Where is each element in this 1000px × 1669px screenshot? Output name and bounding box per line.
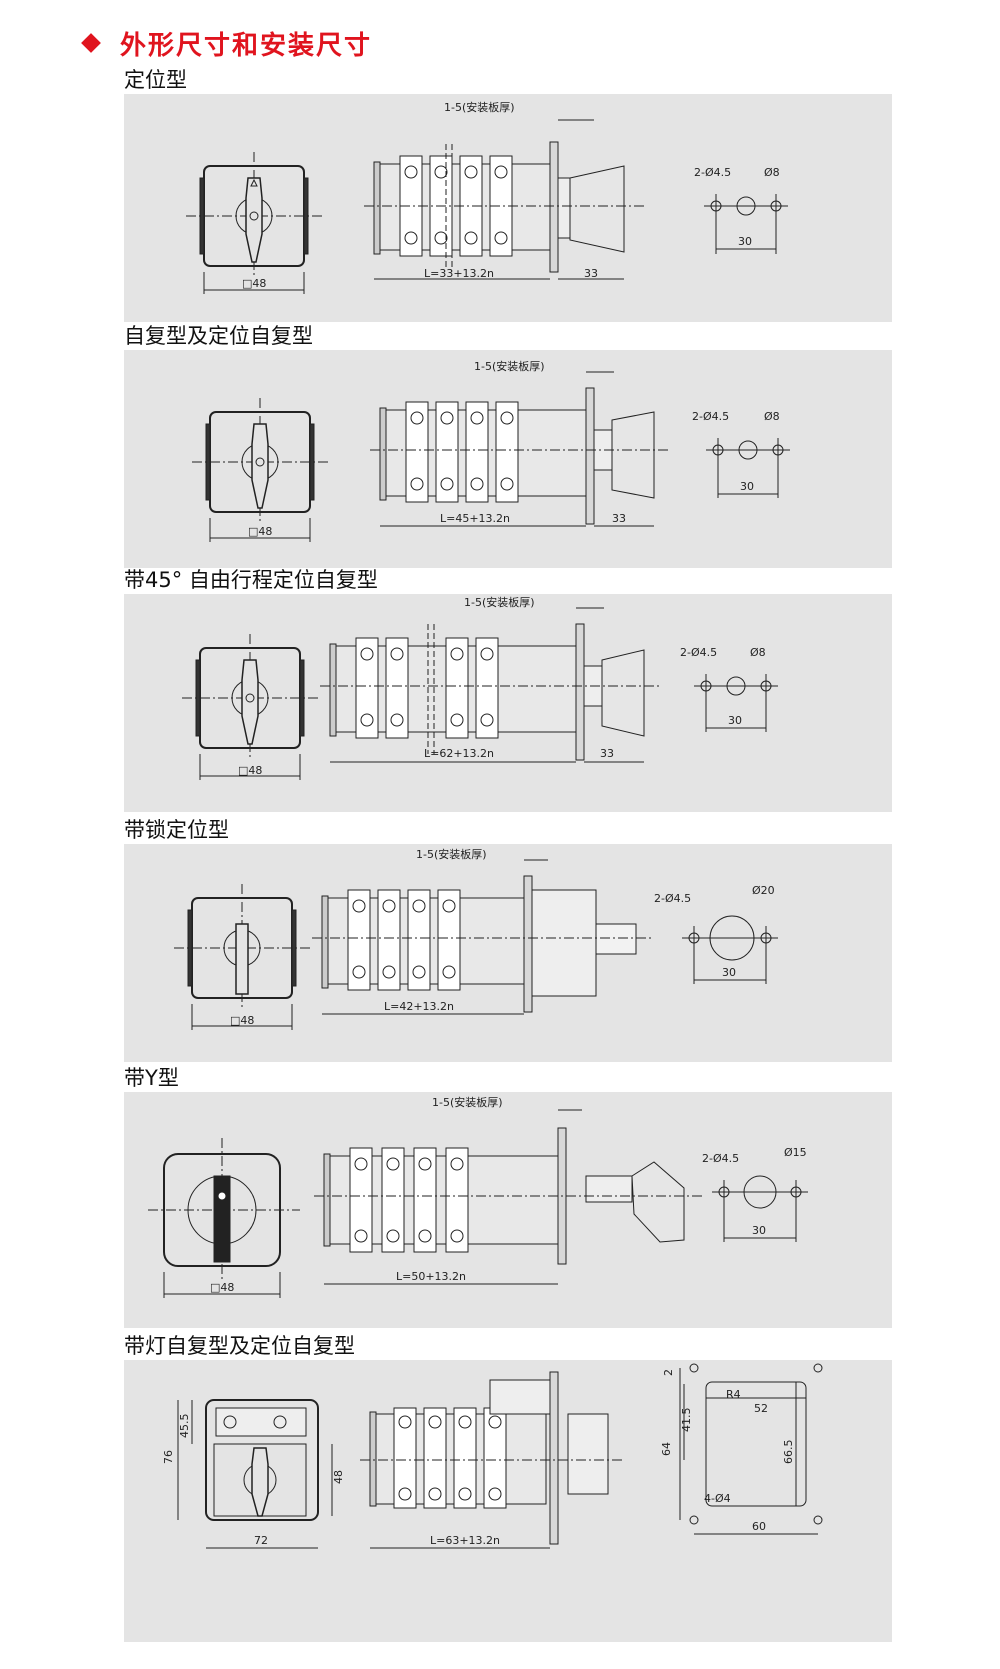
section-label-2: 自复型及定位自复型 (124, 324, 313, 348)
plate-thickness: 1-5(安装板厚) (432, 1095, 503, 1109)
spacing-dim: 30 (722, 966, 736, 979)
side-view (364, 119, 644, 280)
length-dim: L=63+13.2n (430, 1534, 500, 1547)
plate-thickness: 1-5(安装板厚) (444, 100, 515, 114)
spacing-dim: 30 (740, 480, 754, 493)
dim-2: 2 (662, 1369, 675, 1376)
center-dim: Ø15 (784, 1146, 807, 1159)
spacing-dim: 30 (738, 235, 752, 248)
length-dim: L=50+13.2n (396, 1270, 466, 1283)
drawing-panel-6: 76 45.5 48 72 L=63+13.2n 2 R4 52 41.5 64… (124, 1360, 892, 1642)
dim-52: 52 (754, 1402, 768, 1415)
holes-dim: 2-Ø4.5 (692, 410, 729, 423)
technical-drawing-1: □48 1-5(安装板厚) L=33+13.2n 33 2-Ø4.5 Ø8 30 (186, 100, 788, 294)
square-dim: □48 (248, 525, 272, 538)
height-45-5: 45.5 (178, 1414, 191, 1439)
diamond-bullet-icon (81, 33, 101, 53)
holes-dim: 2-Ø4.5 (680, 646, 717, 659)
drawing-panel-1: □48 1-5(安装板厚) L=33+13.2n 33 2-Ø4.5 Ø8 30 (124, 94, 892, 322)
spacing-dim: 30 (728, 714, 742, 727)
square-dim: □48 (230, 1014, 254, 1027)
section-label-4: 带锁定位型 (124, 818, 229, 842)
knob-dim: 33 (612, 512, 626, 525)
center-dim: Ø20 (752, 884, 775, 897)
length-dim: L=42+13.2n (384, 1000, 454, 1013)
holes-dim: 2-Ø4.5 (694, 166, 731, 179)
plate-thickness: 1-5(安装板厚) (416, 847, 487, 861)
height-76: 76 (162, 1450, 175, 1464)
center-dim: Ø8 (750, 646, 766, 659)
square-dim: □48 (242, 277, 266, 290)
length-dim: L=45+13.2n (440, 512, 510, 525)
height-48: 48 (332, 1470, 345, 1484)
spacing-dim: 30 (752, 1224, 766, 1237)
section-label-5: 带Y型 (124, 1066, 179, 1090)
center-dim: Ø8 (764, 166, 780, 179)
mounting-holes (704, 194, 788, 254)
plate-thickness: 1-5(安装板厚) (464, 595, 535, 609)
technical-drawing-4: □48 1-5(安装板厚) L=42+13.2n 2-Ø4.5 Ø20 30 (174, 847, 778, 1030)
knob-dim: 33 (584, 267, 598, 280)
technical-drawing-3: □48 1-5(安装板厚) L=62+13.2n 33 2-Ø4.5 Ø8 30 (182, 595, 778, 780)
technical-drawing-6: 76 45.5 48 72 L=63+13.2n 2 R4 52 41.5 64… (162, 1363, 823, 1549)
holes-4-dim: 4-Ø4 (704, 1492, 731, 1505)
center-dim: Ø8 (764, 410, 780, 423)
knob-dim: 33 (600, 747, 614, 760)
dim-41-5: 41.5 (680, 1408, 693, 1433)
dim-64: 64 (660, 1442, 673, 1456)
section-label-1: 定位型 (124, 68, 187, 92)
radius-r4: R4 (726, 1388, 741, 1401)
plate-thickness: 1-5(安装板厚) (474, 359, 545, 373)
holes-dim: 2-Ø4.5 (654, 892, 691, 905)
page-title: 外形尺寸和安装尺寸 (120, 30, 373, 61)
holes-dim: 2-Ø4.5 (702, 1152, 739, 1165)
front-view (186, 152, 324, 294)
section-header: 外形尺寸和安装尺寸 (81, 26, 373, 61)
square-dim: □48 (238, 764, 262, 777)
technical-drawing-5: □48 1-5(安装板厚) L=50+13.2n 2-Ø4.5 Ø15 30 (148, 1095, 808, 1298)
length-dim: L=62+13.2n (424, 747, 494, 760)
length-dim: L=33+13.2n (424, 267, 494, 280)
section-label-6: 带灯自复型及定位自复型 (124, 1334, 355, 1358)
section-label-3: 带45° 自由行程定位自复型 (124, 568, 378, 592)
technical-drawing-2: □48 1-5(安装板厚) L=45+13.2n 33 2-Ø4.5 Ø8 30 (192, 359, 790, 542)
drawing-panel-2: □48 1-5(安装板厚) L=45+13.2n 33 2-Ø4.5 Ø8 30 (124, 350, 892, 568)
dim-60: 60 (752, 1520, 766, 1533)
dim-66-5: 66.5 (782, 1440, 795, 1465)
square-dim: □48 (210, 1281, 234, 1294)
width-72: 72 (254, 1534, 268, 1547)
drawing-panel-3: □48 1-5(安装板厚) L=62+13.2n 33 2-Ø4.5 Ø8 30 (124, 594, 892, 812)
drawing-panel-5: □48 1-5(安装板厚) L=50+13.2n 2-Ø4.5 Ø15 30 (124, 1092, 892, 1328)
drawing-panel-4: □48 1-5(安装板厚) L=42+13.2n 2-Ø4.5 Ø20 30 (124, 844, 892, 1062)
